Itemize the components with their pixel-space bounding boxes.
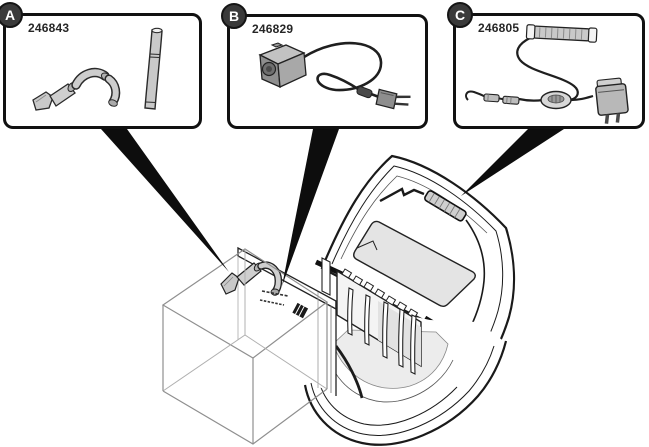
outflow-spout [220, 272, 240, 295]
callout-box-a: A 246843 [0, 2, 202, 129]
pump-illustration [258, 41, 411, 110]
tubing-kit-illustration [32, 27, 163, 111]
power-cord-in-base [334, 345, 364, 399]
light-bar [525, 24, 598, 43]
pointer-line-b [282, 129, 339, 286]
part-number-b: 246829 [252, 22, 294, 36]
hood-base [303, 268, 508, 446]
power-adapter [595, 77, 629, 124]
tray-teeth [341, 268, 419, 319]
tube-elbow-assembly [32, 67, 121, 111]
pump-body [258, 42, 307, 89]
power-plug [375, 88, 411, 110]
cord-ferrule [356, 86, 373, 99]
inline-switch [540, 90, 572, 110]
tube-straight [144, 27, 163, 110]
lid-light-bar [424, 190, 467, 222]
glass-tank [161, 248, 329, 445]
callout-box-c: C 246805 [447, 2, 645, 129]
hanging-tabs [347, 287, 417, 375]
part-badge-c: C [447, 2, 473, 28]
barcode-label [292, 302, 309, 319]
cord-connectors [483, 93, 520, 105]
filter-wall [220, 246, 337, 396]
part-badge-a: A [0, 2, 23, 28]
part-number-c: 246805 [478, 21, 520, 35]
lid-inner-panel [353, 220, 476, 307]
light-kit-illustration [465, 24, 629, 124]
pointer-line-a [101, 129, 229, 272]
callout-pointers [101, 129, 564, 286]
pointer-line-c [461, 129, 564, 196]
hinge-mark-right [423, 315, 445, 332]
pump-cord [303, 41, 383, 92]
part-number-a: 246843 [28, 21, 70, 35]
callout-box-b: B 246829 [221, 3, 428, 129]
molded-text-marks [261, 290, 289, 297]
part-badge-b: B [221, 3, 247, 29]
outflow-tube [236, 262, 262, 286]
light-cord [516, 37, 579, 102]
hinge-post [321, 257, 331, 296]
filter-tray [336, 269, 422, 368]
hinge-mark-left [314, 259, 344, 277]
hood-lid [314, 154, 516, 422]
outflow-elbow [257, 261, 283, 296]
